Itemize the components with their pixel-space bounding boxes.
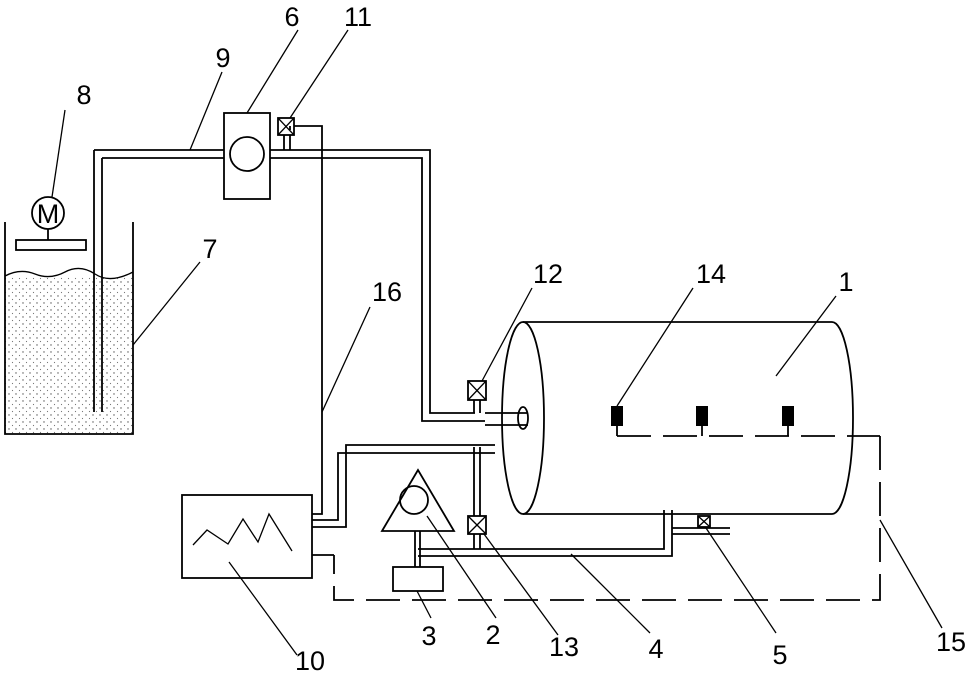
sensor-icon — [696, 406, 708, 426]
pipe-9 — [94, 150, 224, 158]
drain-pipe-4 — [418, 510, 730, 556]
label-1: 1 — [838, 267, 853, 297]
signal-line-15 — [334, 436, 880, 600]
valve-13 — [468, 447, 486, 549]
label-15: 15 — [936, 627, 966, 657]
control-lines — [312, 445, 495, 555]
sensor-icon — [611, 406, 623, 426]
label-2: 2 — [485, 620, 500, 650]
label-4: 4 — [648, 634, 663, 664]
drum — [502, 322, 880, 514]
label-8: 8 — [76, 80, 91, 110]
motor: M — [16, 197, 86, 250]
tank-3 — [393, 567, 443, 591]
label-10: 10 — [295, 646, 325, 676]
sensor-3 — [782, 406, 794, 436]
label-13: 13 — [549, 632, 579, 662]
valve-11 — [278, 118, 322, 500]
pump-6 — [224, 113, 270, 199]
motor-symbol: M — [37, 199, 60, 229]
controller-10 — [182, 495, 312, 578]
label-6: 6 — [284, 2, 299, 32]
label-11: 11 — [344, 2, 372, 32]
label-9: 9 — [215, 43, 230, 73]
sensor-2 — [696, 406, 708, 436]
valve-5 — [698, 516, 710, 527]
sensor-1 — [611, 406, 623, 436]
label-3: 3 — [421, 621, 436, 651]
pump-icon — [400, 486, 428, 514]
sensor-icon — [782, 406, 794, 426]
pump-2 — [382, 470, 454, 567]
label-12: 12 — [533, 259, 563, 289]
valve-12 — [468, 381, 486, 413]
water-tank — [5, 150, 133, 434]
label-7: 7 — [202, 234, 217, 264]
label-16: 16 — [372, 277, 402, 307]
zigzag-icon — [193, 514, 292, 551]
label-14: 14 — [696, 259, 726, 289]
pump-icon — [230, 137, 264, 171]
leader-lines — [52, 30, 942, 655]
label-5: 5 — [772, 640, 787, 670]
